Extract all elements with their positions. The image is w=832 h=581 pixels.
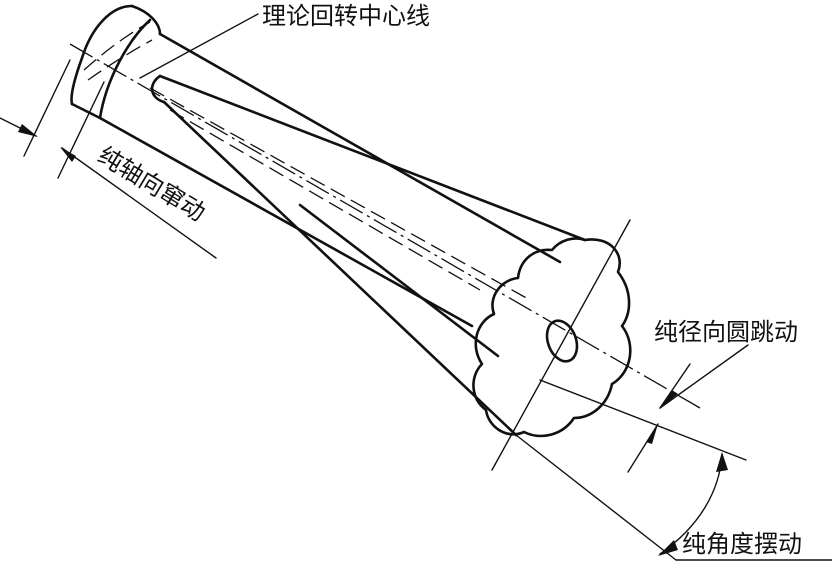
radial-arrowhead-2: [646, 424, 658, 444]
spindle-bottom-edge: [98, 116, 474, 328]
axial-leader: [61, 147, 217, 259]
actual-axis-dashed: [149, 87, 531, 301]
hidden-line-dashed: [169, 109, 481, 291]
spindle-rear-cylinder: [70, 4, 562, 328]
angular-ext-line-2: [539, 379, 747, 461]
axial-arrowhead-right: [60, 147, 76, 162]
rear-cap-bottom: [70, 102, 102, 120]
rear-cap-hidden-2: [87, 39, 153, 81]
taper-top-edge: [158, 74, 587, 242]
center-hole: [545, 319, 579, 363]
rear-cap-top: [130, 4, 162, 36]
label-axial-movement: 纯轴向窜动: [93, 141, 210, 227]
spindle-taper: [150, 74, 587, 437]
label-angular-swing: 纯角度摆动: [682, 530, 802, 558]
angular-ext-line-1: [515, 434, 677, 561]
angular-arrowhead-top: [716, 452, 728, 472]
radial-leader: [659, 344, 749, 409]
axial-ext-line-2: [57, 81, 105, 179]
theoretical-axis-leader: [139, 13, 259, 79]
taper-inner-edge: [298, 203, 500, 358]
radial-arrowhead-1: [660, 390, 678, 408]
angular-arrowhead-bottom: [658, 540, 678, 556]
rear-cap-outline: [70, 4, 134, 106]
axial-movement-dimension: [0, 59, 217, 259]
rear-cap-ring: [98, 18, 152, 120]
center-lines: [69, 43, 701, 409]
axial-arrowhead-left: [18, 124, 38, 137]
axial-ext-line-1: [23, 59, 71, 157]
rear-cap-hidden-1: [83, 21, 151, 71]
spindle-top-edge: [158, 32, 562, 264]
radial-ext-line-1: [491, 219, 631, 471]
taper-bottom-edge: [162, 100, 518, 437]
label-theoretical-axis: 理论回转中心线: [262, 2, 430, 30]
theoretical-rotation-axis: [69, 43, 701, 409]
wavy-end-profile: [472, 237, 632, 438]
taper-tip: [150, 74, 166, 104]
label-radial-runout: 纯径向圆跳动: [654, 318, 798, 346]
spindle-end-face: [472, 237, 632, 438]
angular-swing-dimension: [515, 379, 832, 561]
radial-runout-dimension: [491, 219, 749, 473]
